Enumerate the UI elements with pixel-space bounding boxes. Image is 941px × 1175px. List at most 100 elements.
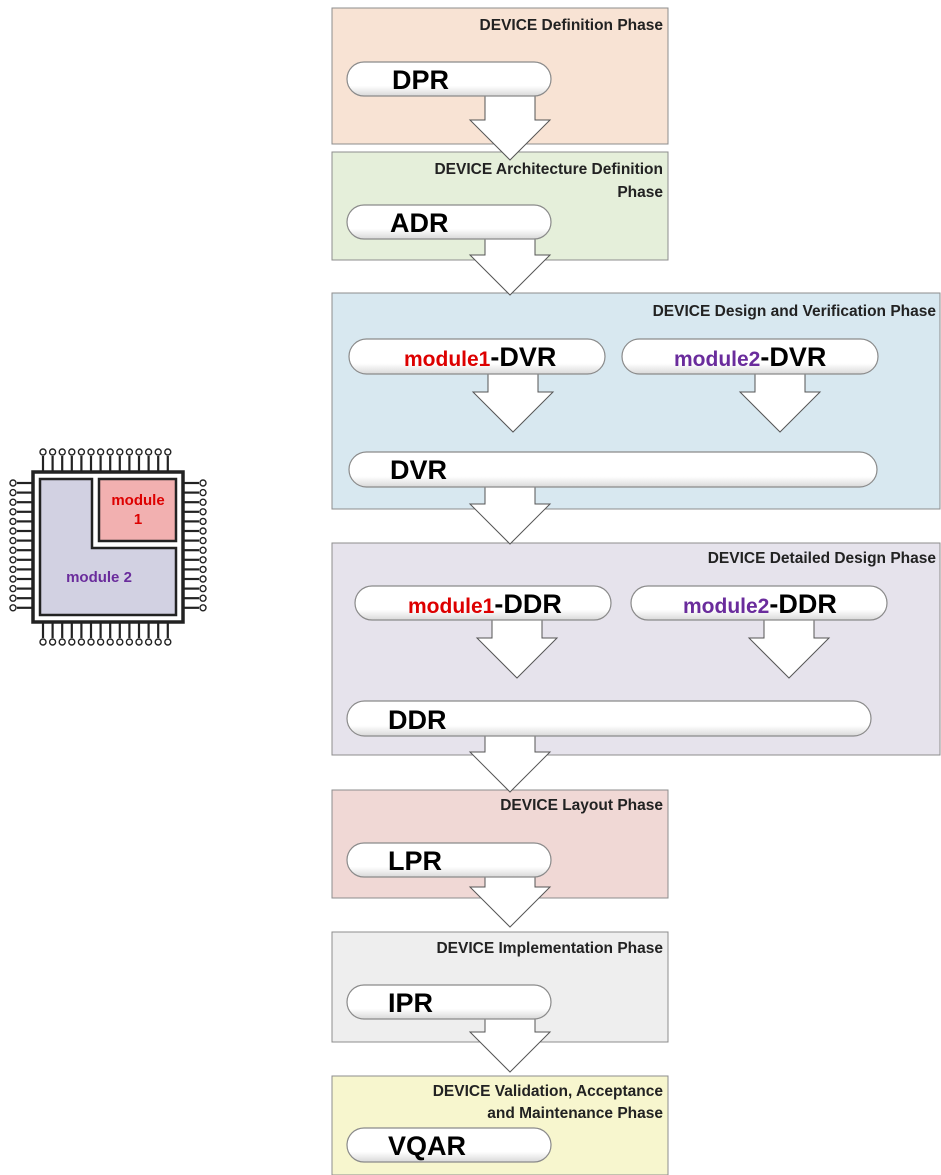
chip-pin-pad xyxy=(39,448,47,456)
module2-dvr-review: DVR xyxy=(769,342,826,372)
chip-pin-pad xyxy=(199,517,207,526)
ddr-label: DDR xyxy=(388,705,447,735)
chip-pin-pad xyxy=(199,556,207,564)
chip-module2-label: module 2 xyxy=(66,569,132,586)
module1-dvr-separator: - xyxy=(490,342,499,372)
arrow-lpr-to-ipr xyxy=(468,872,552,928)
chip-pin-pad xyxy=(9,527,17,535)
module2-dvr-label: module2-DVR xyxy=(674,342,826,372)
chip-pin-pad xyxy=(154,448,162,456)
chip-pin-pad xyxy=(48,638,57,646)
chip-pin-pad xyxy=(125,638,134,646)
chip-module1-label-line1: module xyxy=(111,492,164,509)
chip-illustration: module 1 module 2 xyxy=(9,448,207,646)
phase-detailed-design-title: DEVICE Detailed Design Phase xyxy=(708,550,937,567)
chip-pin-pad xyxy=(9,508,17,516)
arrow-m2ddr-to-ddr xyxy=(747,620,831,679)
module2-ddr-label: module2-DDR xyxy=(683,589,837,619)
chip-pin-pad xyxy=(77,638,86,646)
arrow-ddr-to-lpr xyxy=(468,733,552,793)
chip-pin-pad xyxy=(87,638,95,646)
chip-pin-pad xyxy=(9,556,17,564)
arrow-dvr-to-ddr xyxy=(468,487,552,545)
chip-pin-pad xyxy=(77,448,86,456)
dpr-pill[interactable] xyxy=(346,61,552,97)
chip-pin-pad xyxy=(58,448,66,456)
arrow-m2dvr-to-dvr xyxy=(738,374,822,433)
arrow-m1dvr-to-dvr xyxy=(471,374,555,433)
chip-pin-pad xyxy=(164,448,172,456)
chip-pin-pad xyxy=(199,594,207,602)
chip-pin-pad xyxy=(9,594,17,602)
chip-module2-region xyxy=(38,477,178,617)
chip-pin-pad xyxy=(199,546,207,554)
chip-pin-pad xyxy=(199,527,207,535)
module1-dvr-label: module1-DVR xyxy=(404,342,556,372)
module2-dvr-module-name: module2 xyxy=(674,348,760,371)
module2-dvr-pill[interactable] xyxy=(621,338,879,375)
module2-ddr-review: DDR xyxy=(778,589,837,619)
adr-pill[interactable] xyxy=(346,204,552,240)
module2-ddr-module-name: module2 xyxy=(683,595,769,618)
chip-pin-pad xyxy=(125,448,134,456)
chip-pin-pad xyxy=(48,448,57,456)
chip-pin-pad xyxy=(9,479,17,487)
lpr-label: LPR xyxy=(388,846,442,876)
chip-pin-pad xyxy=(39,638,47,646)
module2-ddr-separator: - xyxy=(769,589,778,619)
chip-pin-pad xyxy=(199,498,207,506)
arrow-ipr-to-vqar xyxy=(468,1017,552,1073)
ipr-pill[interactable] xyxy=(346,984,552,1020)
chip-pin-pad xyxy=(199,536,207,545)
module1-ddr-separator: - xyxy=(494,589,503,619)
phase-architecture-title-line2: Phase xyxy=(617,184,663,201)
chip-pin-pad xyxy=(199,488,207,497)
arrow-dpr-to-adr xyxy=(468,96,552,161)
phase-validation-title-line1: DEVICE Validation, Acceptance xyxy=(433,1083,664,1100)
chip-pin-pad xyxy=(199,479,207,487)
module1-ddr-label: module1-DDR xyxy=(408,589,562,619)
chip-pin-pad xyxy=(154,638,162,646)
module1-ddr-review: DDR xyxy=(503,589,562,619)
lpr-pill[interactable] xyxy=(346,842,552,878)
module1-dvr-pill[interactable] xyxy=(348,338,606,375)
module2-ddr-pill[interactable] xyxy=(630,585,888,621)
chip-pin-pad xyxy=(9,536,17,545)
phase-implementation-title: DEVICE Implementation Phase xyxy=(436,940,663,957)
ddr-pill[interactable] xyxy=(346,700,872,737)
chip-pin-pad xyxy=(199,508,207,516)
phase-validation-title-line2: and Maintenance Phase xyxy=(487,1105,663,1122)
chip-pin-pad xyxy=(106,638,114,646)
phase-layout-title: DEVICE Layout Phase xyxy=(500,797,663,814)
chip-pin-pad xyxy=(9,517,17,526)
dvr-pill[interactable] xyxy=(348,451,878,488)
module1-dvr-review: DVR xyxy=(499,342,556,372)
phase-architecture-title-line1: DEVICE Architecture Definition xyxy=(434,161,663,178)
adr-label: ADR xyxy=(390,208,449,238)
arrow-m1ddr-to-ddr xyxy=(475,620,559,679)
chip-pin-pad xyxy=(164,638,172,646)
chip-pin-pad xyxy=(135,638,143,646)
chip-pin-pad xyxy=(9,584,17,593)
dpr-label: DPR xyxy=(392,65,449,95)
chip-pin-pad xyxy=(199,565,207,574)
module1-ddr-pill[interactable] xyxy=(354,585,612,621)
module1-ddr-module-name: module1 xyxy=(408,595,495,618)
chip-pin-pad xyxy=(68,638,76,646)
chip-pin-pad xyxy=(199,584,207,593)
chip-pin-pad xyxy=(144,448,153,456)
module1-dvr-module-name: module1 xyxy=(404,348,491,371)
chip-pin-pad xyxy=(199,604,207,612)
chip-pin-pad xyxy=(68,448,76,456)
chip-pin-pad xyxy=(199,575,207,583)
chip-pin-pad xyxy=(9,488,17,497)
vqar-pill[interactable] xyxy=(346,1127,552,1163)
phase-definition-title: DEVICE Definition Phase xyxy=(480,17,664,34)
chip-pin-pad xyxy=(116,448,124,456)
chip-pin-pad xyxy=(144,638,153,646)
chip-pin-pad xyxy=(106,448,114,456)
arrow-adr-to-dvr xyxy=(468,234,552,296)
chip-pin-pad xyxy=(9,575,17,583)
chip-pin-pad xyxy=(87,448,95,456)
